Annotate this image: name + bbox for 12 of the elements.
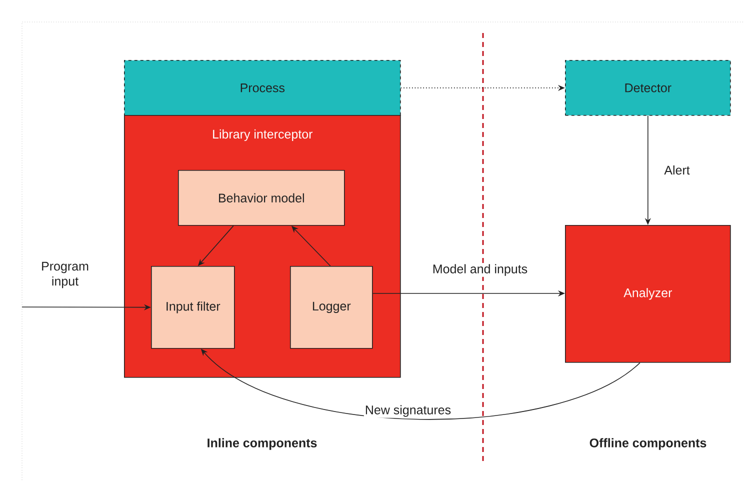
section-label: Inline components xyxy=(208,438,317,450)
process-box: Process xyxy=(124,60,401,116)
edge-label: Model and inputs xyxy=(431,263,529,277)
section-label: Offline components xyxy=(590,438,706,450)
edge-label: Program input xyxy=(42,262,88,288)
edge-label: Alert xyxy=(663,164,691,176)
component-box: Behavior model xyxy=(178,170,345,226)
detector-box: Detector xyxy=(565,60,731,116)
edge-label: New signatures xyxy=(364,404,452,418)
analyzer-box: Analyzer xyxy=(565,225,731,363)
component-box: Logger xyxy=(290,266,373,349)
component-box: Input filter xyxy=(151,266,235,349)
